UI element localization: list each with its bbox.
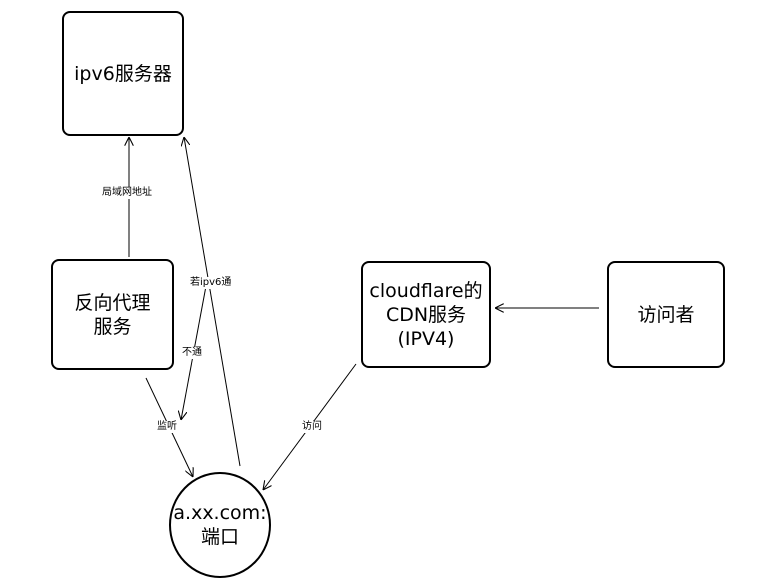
visitor-label: 访问者: [637, 303, 695, 326]
visitor-node: 访问者: [607, 261, 725, 368]
cloudflare-cdn-node: cloudflare的 CDN服务 (IPV4): [361, 261, 491, 368]
domain-port-node: a.xx.com: 端口: [169, 472, 271, 578]
cloudflare-cdn-label: cloudflare的 CDN服务 (IPV4): [369, 279, 483, 350]
edge-domain-to-ipv6-server: [184, 137, 241, 467]
edge-label-not-reachable: 不通: [182, 347, 202, 359]
ipv6-server-node: ipv6服务器: [62, 11, 184, 136]
reverse-proxy-label: 反向代理 服务: [74, 291, 151, 338]
ipv6-server-label: ipv6服务器: [74, 62, 172, 85]
edge-label-listen: 监听: [157, 421, 177, 433]
edge-label-visit: 访问: [302, 421, 322, 433]
reverse-proxy-node: 反向代理 服务: [51, 259, 174, 370]
edge-label-lan-address: 局域网地址: [102, 187, 152, 199]
edge-label-if-ipv6: 若ipv6通: [190, 277, 232, 289]
domain-port-label: a.xx.com: 端口: [173, 502, 267, 548]
